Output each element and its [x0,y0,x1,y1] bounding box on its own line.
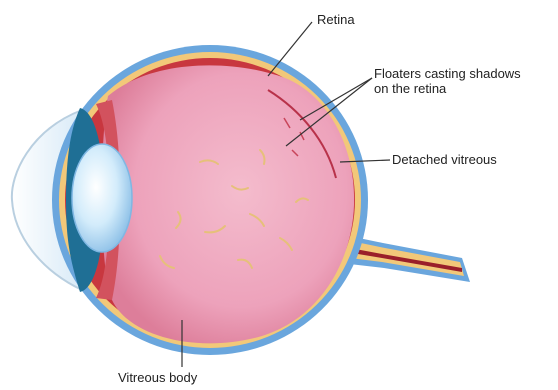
lens [72,144,132,252]
floaters-label-line2: on the retina [374,81,521,96]
retina-label: Retina [317,12,355,27]
floaters-label-line1: Floaters casting shadows [374,66,521,81]
vitreous-body-label: Vitreous body [118,370,197,385]
detached-vitreous-label: Detached vitreous [392,152,497,167]
floaters-label: Floaters casting shadows on the retina [374,66,521,96]
